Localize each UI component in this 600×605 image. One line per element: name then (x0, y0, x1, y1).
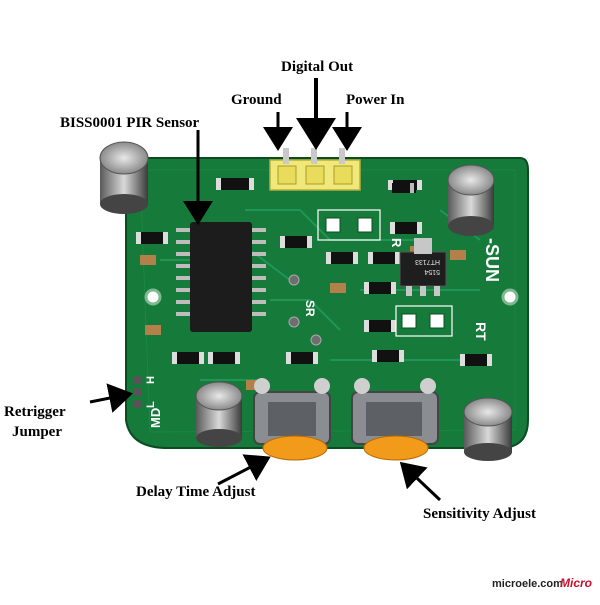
regulator-code: HT7133 (415, 258, 440, 265)
silk-r: R (389, 238, 404, 248)
label-jumper: Jumper (12, 424, 62, 440)
capacitor-bottom-left (195, 381, 243, 447)
mounting-hole (144, 288, 162, 306)
label-delay-adjust: Delay Time Adjust (136, 484, 256, 500)
silk-h: H (145, 376, 157, 384)
delay-potentiometer (253, 378, 331, 461)
retrigger-jumper-pins (134, 376, 142, 408)
silk-sr: SR (303, 300, 317, 317)
label-retrigger: Retrigger (4, 404, 66, 420)
arrow-retrigger (89, 383, 133, 413)
biss0001-ic (176, 222, 266, 332)
regulator-sub: 5154 (424, 268, 440, 275)
sensitivity-potentiometer (351, 378, 439, 461)
label-ground: Ground (231, 92, 282, 108)
mounting-hole (501, 288, 519, 306)
diode (392, 183, 416, 193)
watermark-site: microele.com (492, 578, 563, 590)
arrow-sensitivity (399, 461, 442, 502)
pin-header (269, 148, 361, 191)
capacitor-top-left (99, 141, 149, 214)
voltage-regulator (399, 238, 447, 296)
silk-l: L (145, 401, 157, 408)
silk-md: MD (148, 408, 163, 428)
capacitor-bottom-right (463, 397, 513, 461)
label-pir-sensor: BISS0001 PIR Sensor (60, 115, 200, 131)
label-digital-out: Digital Out (281, 59, 354, 75)
arrow-delay (217, 454, 271, 486)
label-sensitivity-adjust: Sensitivity Adjust (423, 506, 536, 522)
capacitor-top-right (447, 164, 495, 236)
annotation-arrows (89, 78, 442, 502)
smd-resistors (136, 178, 492, 366)
watermark-logo: Micro (560, 576, 593, 590)
silk-brand: -SUN (482, 238, 502, 282)
label-power-in: Power In (346, 92, 405, 108)
silk-rt: RT (473, 322, 489, 341)
